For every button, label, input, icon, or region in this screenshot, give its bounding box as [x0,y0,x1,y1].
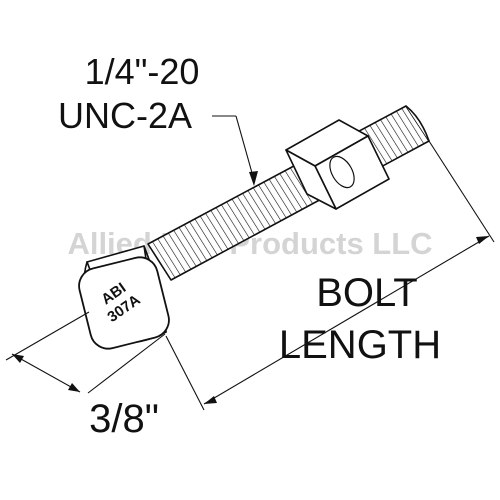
dimension-lines [5,115,495,411]
thread-callout-leader [212,115,258,186]
head-width-dimension [5,311,166,394]
thread-size-label: 1/4"-20 [85,51,200,92]
bolt-length-dimension [165,140,495,411]
square-nut [285,119,390,210]
bolt [78,105,430,350]
thread-class-label: UNC-2A [58,95,192,136]
square-head [78,245,170,350]
bolt-length-label-line1: BOLT [316,271,418,315]
head-width-label: 3/8" [89,397,159,441]
bolt-length-label-line2: LENGTH [279,323,441,367]
